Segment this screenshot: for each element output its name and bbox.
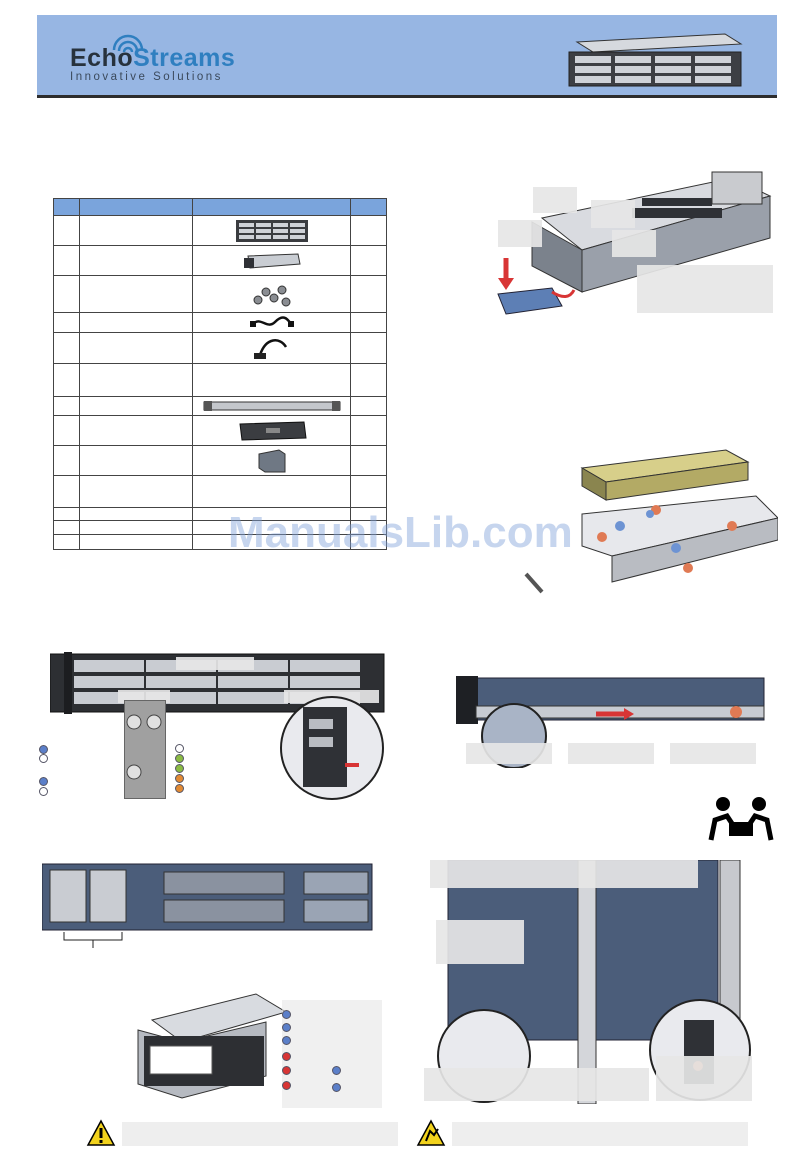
warning-bar: [122, 1122, 398, 1146]
callout-box: [118, 690, 170, 703]
led-green-indicator: [175, 754, 184, 763]
control-buttons: [126, 714, 162, 780]
led-red-indicator: [282, 1081, 291, 1090]
led-red-indicator: [282, 1052, 291, 1061]
esd-caution-bar: [452, 1122, 748, 1146]
wifi-arcs-icon: [112, 34, 144, 53]
led-blue-indicator: [39, 745, 48, 754]
table-row: [53, 275, 387, 313]
led-blue-indicator: [39, 777, 48, 786]
table-row: [53, 245, 387, 276]
serial-cable-icon: [253, 339, 287, 359]
server-chassis-icon: [235, 219, 308, 242]
led-blue-indicator: [282, 1010, 291, 1019]
led-legend-panel: [282, 1000, 382, 1108]
table-row: [53, 312, 387, 333]
callout-box: [612, 230, 656, 257]
table-row: [53, 215, 387, 246]
table-row: [53, 363, 387, 397]
logo-suffix: Streams: [133, 44, 236, 72]
callout-box: [568, 743, 654, 764]
warning-triangle-icon: [86, 1119, 116, 1146]
drive-tray-icon: [243, 252, 301, 269]
rear-panel-illustration: [42, 863, 373, 931]
watermark: ManualsLib.com: [228, 508, 573, 557]
drive-cage-illustration: [497, 171, 772, 315]
callout-box: [656, 1056, 752, 1101]
drive-tray-illustration: [137, 993, 286, 1099]
table-row: [53, 332, 387, 364]
led-red-indicator: [282, 1066, 291, 1075]
led-green-indicator: [175, 764, 184, 773]
esd-caution-icon: [416, 1119, 446, 1146]
drive-bracket-icon: [238, 420, 307, 441]
brand-logo: EchoStreams: [70, 44, 235, 73]
callout-box: [533, 187, 577, 213]
header-server-image: [568, 33, 743, 87]
table-row: [53, 534, 387, 550]
hdd-install-illustration: [524, 449, 778, 594]
led-blue-indicator: [282, 1036, 291, 1045]
led-blue-indicator: [282, 1023, 291, 1032]
led-blue-indicator: [332, 1083, 341, 1092]
accessory-box-icon: [258, 448, 285, 472]
callout-box: [424, 1068, 649, 1101]
callout-box: [176, 657, 254, 670]
table-header-row: [53, 198, 387, 216]
callout-box: [637, 265, 773, 313]
table-row: [53, 520, 387, 535]
brand-tagline: Innovative Solutions: [70, 71, 223, 83]
callout-box: [591, 200, 635, 228]
tray-latch-zoom: [280, 696, 384, 800]
callout-box: [670, 743, 756, 764]
led-off-indicator: [39, 787, 48, 796]
led-orange-indicator: [175, 774, 184, 783]
callout-box: [430, 860, 698, 888]
logo-prefix: Echo: [70, 44, 134, 72]
power-cord-icon: [249, 315, 294, 327]
screws-icon: [253, 285, 290, 307]
table-row: [53, 445, 387, 476]
led-off-indicator: [175, 744, 184, 753]
table-row: [53, 415, 387, 446]
led-off-indicator: [39, 754, 48, 763]
package-contents-table: [53, 198, 387, 550]
psu-bracket: [63, 932, 123, 948]
led-blue-indicator: [332, 1066, 341, 1075]
led-orange-indicator: [175, 784, 184, 793]
two-person-lift-icon: [708, 797, 774, 841]
callout-box: [436, 920, 524, 964]
rail-kit-icon: [203, 401, 340, 411]
callout-box: [466, 743, 552, 764]
table-row: [53, 475, 387, 508]
callout-box: [498, 220, 542, 247]
table-row: [53, 396, 387, 416]
